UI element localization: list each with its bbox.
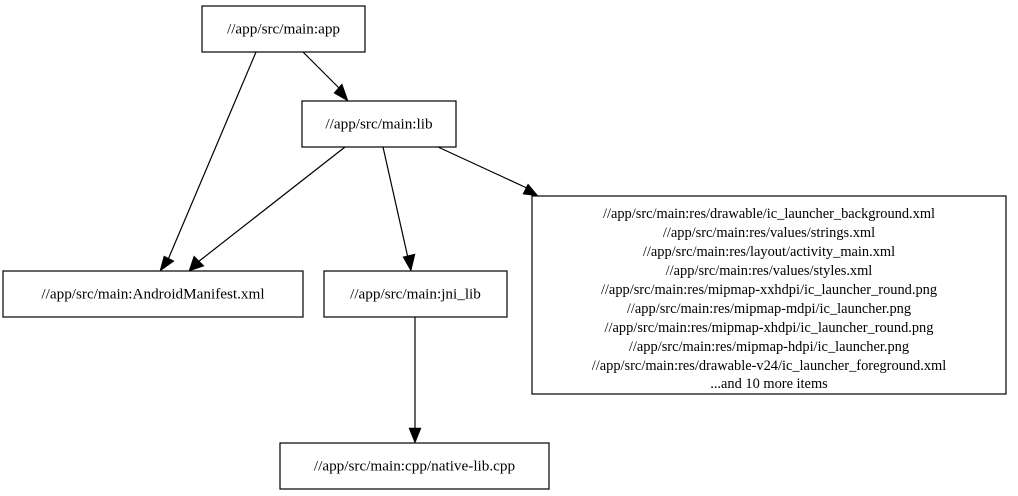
node-resource-list-box[interactable]	[531, 195, 1007, 395]
edge-line	[437, 146, 530, 190]
resource-line-1: //app/src/main:res/drawable/ic_launcher_…	[603, 206, 935, 222]
resource-line-5: //app/src/main:res/mipmap-xxhdpi/ic_laun…	[601, 282, 937, 298]
edge-lib-to-manifest	[188, 146, 346, 272]
node-lib-box[interactable]	[301, 100, 457, 148]
edge-line	[302, 51, 342, 91]
edge-line	[166, 51, 257, 263]
node-lib-label: //app/src/main:lib	[325, 115, 433, 132]
resource-line-8: //app/src/main:res/mipmap-hdpi/ic_launch…	[629, 339, 909, 355]
resource-line-4: //app/src/main:res/values/styles.xml	[666, 263, 873, 279]
node-app-box[interactable]	[201, 5, 366, 53]
edge-lib-to-jni-lib	[382, 146, 416, 272]
arrowhead-icon	[408, 427, 422, 444]
resource-line-9: //app/src/main:res/drawable-v24/ic_launc…	[592, 358, 946, 374]
node-native-lib[interactable]: //app/src/main:cpp/native-lib.cpp	[279, 442, 550, 490]
edge-line	[197, 146, 346, 263]
arrowhead-icon	[402, 253, 416, 272]
edge-jni-lib-to-native-lib	[408, 317, 422, 444]
edge-layer	[159, 51, 539, 444]
node-lib[interactable]: //app/src/main:lib	[301, 100, 457, 148]
node-jni-lib-label: //app/src/main:jni_lib	[350, 285, 481, 302]
resource-line-6: //app/src/main:res/mipmap-mdpi/ic_launch…	[627, 301, 911, 317]
node-app-label: //app/src/main:app	[227, 20, 340, 37]
node-jni-lib-box[interactable]	[323, 270, 508, 318]
edge-app-to-manifest	[159, 51, 257, 272]
resource-line-7: //app/src/main:res/mipmap-xhdpi/ic_launc…	[605, 320, 934, 336]
node-android-manifest-box[interactable]	[2, 270, 304, 318]
node-resource-list[interactable]: //app/src/main:res/drawable/ic_launcher_…	[531, 195, 1007, 395]
edge-app-to-lib	[302, 51, 349, 102]
node-layer: //app/src/main:app //app/src/main:lib //…	[2, 5, 1007, 490]
node-native-lib-label: //app/src/main:cpp/native-lib.cpp	[314, 457, 515, 474]
arrowhead-icon	[159, 255, 175, 272]
node-jni-lib[interactable]: //app/src/main:jni_lib	[323, 270, 508, 318]
edge-line	[382, 146, 409, 259]
node-android-manifest[interactable]: //app/src/main:AndroidManifest.xml	[2, 270, 304, 318]
node-native-lib-box[interactable]	[279, 442, 550, 490]
edge-lib-to-resources	[437, 146, 539, 197]
arrowhead-icon	[522, 183, 539, 197]
resource-line-3: //app/src/main:res/layout/activity_main.…	[643, 244, 895, 260]
arrowhead-icon	[188, 255, 205, 272]
arrowhead-icon	[333, 83, 349, 102]
resource-line-2: //app/src/main:res/values/strings.xml	[663, 225, 875, 241]
node-android-manifest-label: //app/src/main:AndroidManifest.xml	[41, 285, 264, 302]
node-app[interactable]: //app/src/main:app	[201, 5, 366, 53]
resource-line-10: ...and 10 more items	[710, 376, 828, 392]
